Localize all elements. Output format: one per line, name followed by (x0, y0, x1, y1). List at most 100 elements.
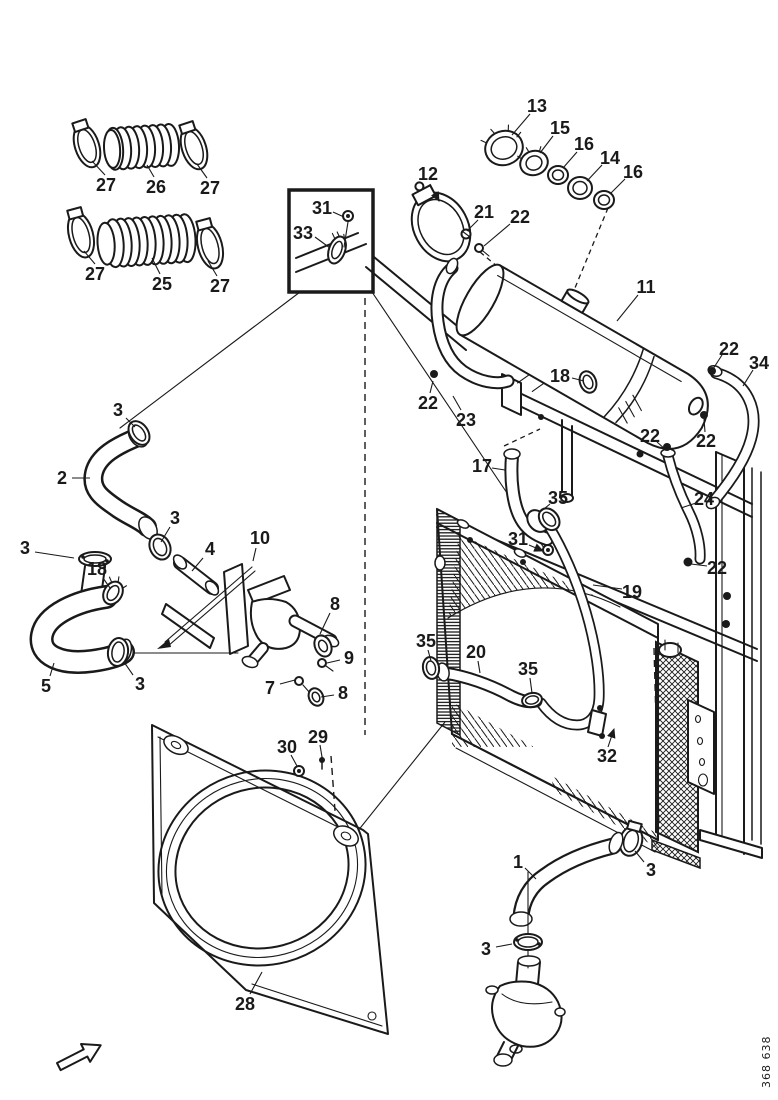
part-label-12: 12 (418, 164, 438, 184)
shroud-ear-top-left (163, 734, 189, 756)
bolt-22-hose24-bottom (683, 557, 693, 567)
hose-clamp-27-c (66, 206, 96, 259)
part-label-18: 18 (87, 559, 107, 579)
clamp-35-left (421, 656, 441, 680)
leader-line-28 (249, 971, 263, 995)
leader-line-12 (429, 183, 440, 202)
clamp-3-hose2-top (127, 420, 151, 446)
leader-line-11 (616, 294, 639, 322)
part-label-17: 17 (472, 456, 492, 476)
part-label-30: 30 (277, 737, 297, 757)
part-label-11: 11 (636, 277, 655, 297)
part-label-29: 29 (308, 727, 328, 747)
part-label-31: 31 (508, 529, 528, 549)
bolt-30 (293, 765, 305, 777)
leader-line-15 (539, 135, 554, 154)
leader-line-18 (102, 577, 111, 589)
part-label-15: 15 (550, 118, 570, 138)
screw-29 (319, 756, 325, 770)
surge-tank-11 (455, 263, 709, 450)
leader-line-5 (49, 662, 55, 677)
part-label-28: 28 (235, 994, 255, 1014)
leader-line-18 (571, 377, 585, 382)
hose-17 (503, 448, 547, 539)
leader-line-10 (252, 547, 257, 562)
part-label-27: 27 (210, 276, 230, 296)
hose-clamp-27-b (178, 120, 209, 171)
leader-line-34 (742, 369, 754, 387)
part-label-1: 1 (513, 852, 523, 872)
ring-16-b (593, 190, 615, 210)
filler-neck (560, 288, 590, 314)
part-label-22: 22 (719, 339, 739, 359)
part-label-18: 18 (550, 366, 570, 386)
leader-line-4 (191, 557, 204, 572)
part-label-26: 26 (146, 177, 166, 197)
shroud-ear-top-right (333, 825, 359, 847)
part-label-3: 3 (170, 508, 180, 528)
leader-line-20 (477, 660, 481, 674)
part-label-25: 25 (152, 274, 172, 294)
hose-23 (430, 257, 508, 383)
part-label-33: 33 (293, 223, 313, 243)
hose-1 (509, 831, 624, 927)
radiator-assembly (434, 507, 659, 853)
leader-line-3 (34, 551, 75, 559)
bolt-22-under-tank (700, 411, 708, 419)
leader-line-22 (690, 563, 708, 567)
part-label-31: 31 (312, 198, 332, 218)
part-label-3: 3 (135, 674, 145, 694)
leader-line-22 (656, 441, 667, 451)
leader-line-26 (146, 164, 155, 178)
strap-32 (587, 705, 607, 739)
hose-clamp-12 (410, 181, 472, 263)
part-label-7: 7 (265, 678, 275, 698)
part-label-10: 10 (250, 528, 270, 548)
part-label-21: 21 (474, 202, 494, 222)
leader-line-23 (452, 395, 462, 411)
leader-line-31 (528, 543, 545, 552)
hose-clamp-27-a (71, 118, 102, 169)
part-label-3: 3 (481, 939, 491, 959)
leader-line-27 (91, 160, 106, 176)
leader-line-13 (511, 113, 531, 136)
leader-line-35 (538, 503, 551, 514)
part-label-27: 27 (200, 178, 220, 198)
hose-2 (93, 424, 158, 540)
part-label-4: 4 (205, 539, 215, 559)
radiator-side-column (436, 507, 461, 737)
leader-line-1 (524, 867, 537, 880)
part-label-34: 34 (749, 353, 769, 373)
part-label-3: 3 (113, 400, 123, 420)
leader-line-30 (290, 754, 298, 767)
cap-13 (480, 124, 524, 167)
flange-3-bottom (513, 933, 543, 951)
leader-line-35 (427, 649, 432, 662)
bolt-22-hose23 (430, 370, 438, 378)
rod-10 (157, 566, 256, 649)
leader-line-14 (586, 164, 603, 182)
filler-cap-parts (480, 124, 615, 210)
leader-line-9 (326, 659, 341, 664)
part-label-9: 9 (344, 648, 354, 668)
leader-line-3 (123, 661, 134, 676)
bolt-31-radiator (542, 544, 554, 556)
part-label-22: 22 (640, 426, 660, 446)
leader-line-3 (160, 526, 171, 543)
leader-line-27 (207, 260, 218, 277)
leader-line-32 (607, 727, 616, 748)
thermostat-housing (485, 871, 566, 1067)
part-label-14: 14 (600, 148, 620, 168)
part-label-19: 19 (622, 582, 642, 602)
part-label-13: 13 (527, 96, 547, 116)
part-label-22: 22 (418, 393, 438, 413)
part-label-22: 22 (696, 431, 716, 451)
part-label-35: 35 (548, 488, 568, 508)
screw-22-neck (474, 243, 490, 257)
leader-line-3 (634, 850, 645, 863)
part-label-22: 22 (510, 207, 530, 227)
cap-15 (517, 146, 549, 177)
